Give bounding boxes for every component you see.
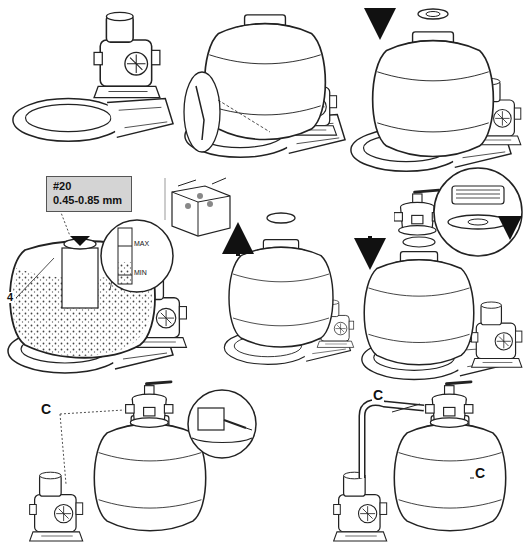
level-mark: MIN xyxy=(133,269,148,276)
level-mark: MAX xyxy=(133,240,150,247)
tag-text: #20 xyxy=(53,180,125,194)
callout-letter: C xyxy=(372,388,384,402)
sand-grade-tag: #200.45-0.85 mm xyxy=(46,176,132,212)
callout-number: 4 xyxy=(6,292,14,303)
tag-text: 0.45-0.85 mm xyxy=(53,194,125,208)
callout-letter: C xyxy=(40,402,52,416)
callout-letter: C xyxy=(474,466,486,480)
